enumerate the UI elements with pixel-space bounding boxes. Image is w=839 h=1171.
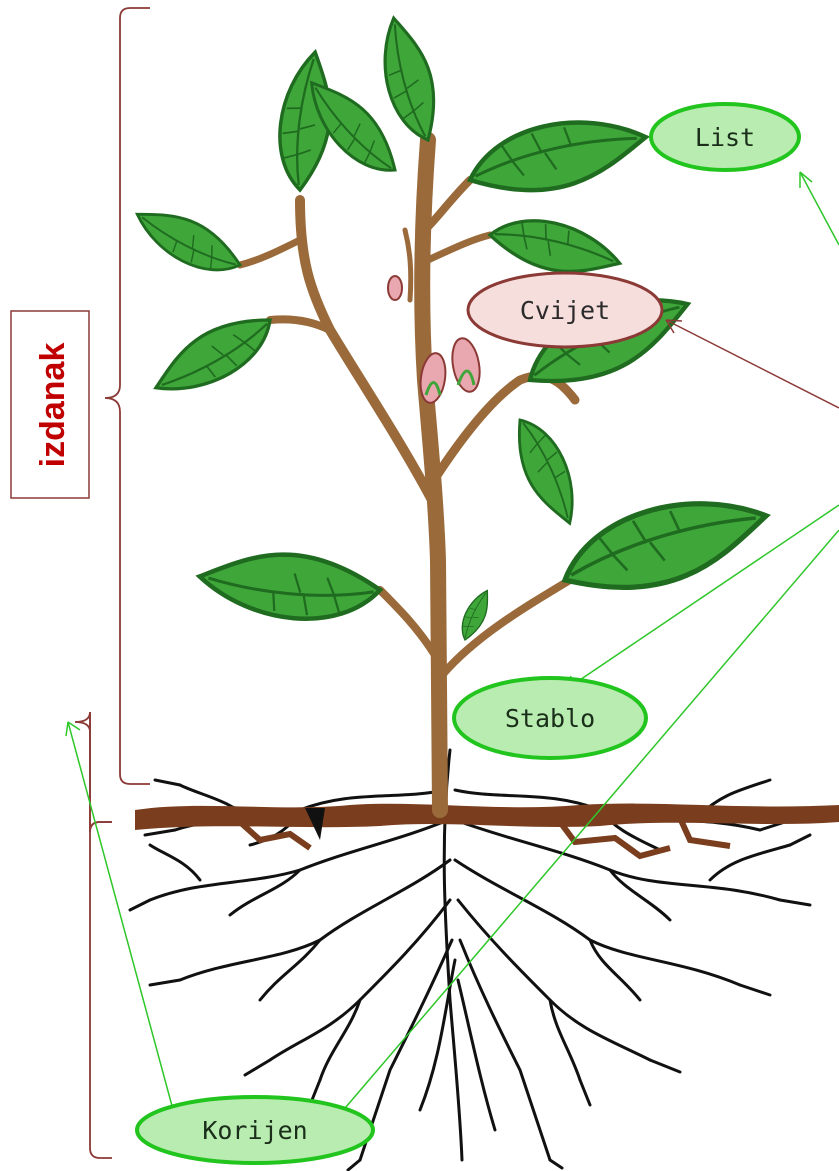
arrows	[66, 172, 839, 1128]
bracket-izdanak	[105, 8, 150, 784]
arrow-to-cvijet	[666, 320, 839, 408]
arrow-to-list	[800, 172, 839, 245]
label-cvijet: Cvijet	[468, 273, 662, 347]
izdanak-label: izdanak	[34, 343, 72, 468]
bracket-korijen	[75, 712, 112, 1158]
label-korijen: Korijen	[137, 1097, 373, 1163]
label-stablo: Stablo	[454, 678, 646, 758]
label-list: List	[651, 104, 799, 170]
label-stablo-text: Stablo	[505, 704, 595, 733]
label-list-text: List	[695, 123, 755, 152]
label-cvijet-text: Cvijet	[520, 296, 610, 325]
label-korijen-text: Korijen	[202, 1116, 307, 1145]
flower-buds	[388, 276, 483, 404]
leaves	[129, 13, 775, 643]
